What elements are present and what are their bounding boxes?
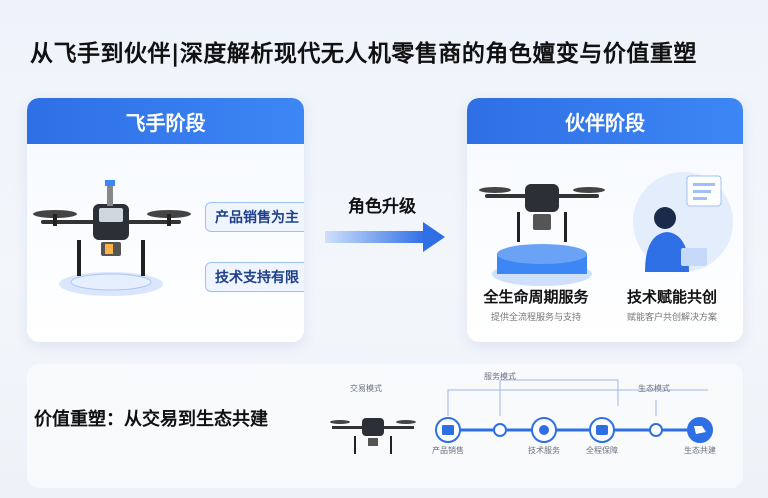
timeline-node-label-guarantee: 全程保障 (586, 446, 618, 455)
pill-limited-support: 技术支持有限 (205, 262, 304, 292)
engineer-icon (633, 172, 733, 272)
small-drone-icon (330, 418, 416, 454)
timeline-node-label-tech: 技术服务 (528, 446, 560, 455)
label-lifecycle-service: 全生命周期服务 (483, 288, 589, 306)
sub-tech-enablement: 赋能客户共创解决方案 (626, 313, 717, 323)
transition-label: 角色升级 (348, 197, 416, 217)
value-timeline (330, 379, 713, 454)
timeline-top-label-service: 服务模式 (484, 372, 516, 381)
pill-product-sales: 产品销售为主 (205, 202, 304, 232)
drone-platform-icon (479, 184, 605, 286)
timeline-top-label-ecosystem: 生态模式 (638, 384, 670, 393)
band-title: 价值重塑：从交易到生态共建 (34, 409, 268, 430)
timeline-top-label-trade: 交易模式 (350, 384, 382, 393)
timeline-node-label-ecosystem: 生态共建 (684, 446, 716, 455)
panel-pilot-stage: 飞手阶段 产品销售为主 技术支持有限 (27, 98, 304, 342)
panel-heading-pilot: 飞手阶段 (27, 98, 304, 144)
sub-lifecycle-service: 提供全流程服务与支持 (490, 313, 581, 323)
panel-heading-partner: 伙伴阶段 (467, 98, 743, 144)
panel-body-pilot: 产品销售为主 技术支持有限 (27, 144, 304, 342)
timeline-node-label-sales: 产品销售 (432, 446, 464, 455)
panel-body-partner: 全生命周期服务 提供全流程服务与支持 技术赋能共创 赋能客户共创解决方案 (467, 144, 743, 342)
arrow-right-icon (325, 222, 445, 252)
drone-icon (33, 180, 191, 296)
panel-partner-stage: 伙伴阶段 全生命周期服务 提供全流程服务与支持 技术赋能共创 赋能客户 (467, 98, 743, 342)
page-title: 从飞手到伙伴|深度解析现代无人机零售商的角色嬗变与价值重塑 (30, 41, 697, 67)
label-tech-enablement: 技术赋能共创 (626, 288, 717, 306)
